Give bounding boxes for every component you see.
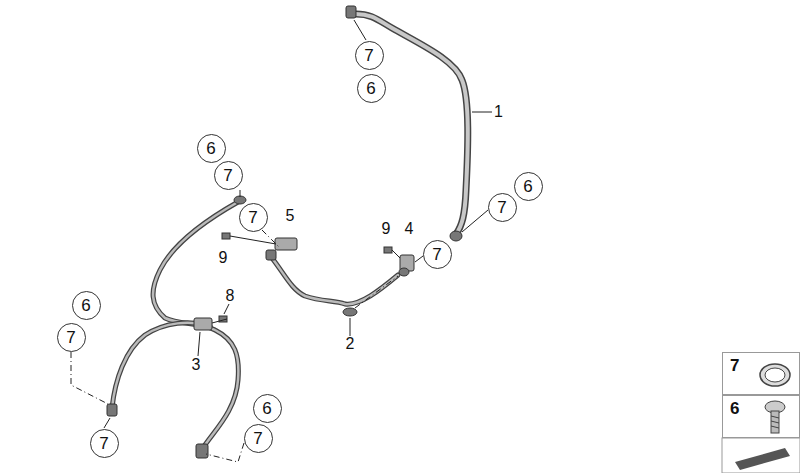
legend-cell: 7 <box>722 352 800 395</box>
callout-number: 7 <box>66 329 75 346</box>
callout-number: 7 <box>99 435 108 452</box>
screw-icon <box>753 398 793 436</box>
callout-number: 7 <box>432 246 441 263</box>
callout-number: 6 <box>206 140 215 157</box>
callout-number: 6 <box>262 400 271 417</box>
callout-circle: 7 <box>355 41 384 70</box>
callout-circle: 7 <box>214 161 243 190</box>
callout-number: 6 <box>730 400 739 417</box>
washer-icon <box>753 355 793 393</box>
callout-circle: 7 <box>244 424 273 453</box>
callout-circle: 7 <box>90 429 119 458</box>
callout-number: 7 <box>223 167 232 184</box>
part-number: 9 <box>381 221 392 237</box>
callout-circle: 7 <box>488 193 517 222</box>
callout-number: 6 <box>366 80 375 97</box>
callout-circle: 7 <box>239 203 268 232</box>
callout-number: 7 <box>253 430 262 447</box>
legend-cell: 6 <box>722 395 800 438</box>
callout-number: 7 <box>730 357 739 374</box>
callout-number: 6 <box>81 297 90 314</box>
callout-circle: 6 <box>253 394 282 423</box>
callout-number: 7 <box>364 47 373 64</box>
callout-number: 7 <box>497 199 506 216</box>
part-number: 1 <box>493 104 504 120</box>
part-number: 2 <box>345 336 356 352</box>
callout-circle: 7 <box>423 240 452 269</box>
part-number: 5 <box>285 208 296 224</box>
callout-circle: 6 <box>514 172 543 201</box>
part-number: 9 <box>218 250 229 266</box>
callout-circle: 6 <box>197 134 226 163</box>
callout-circle: 6 <box>72 291 101 320</box>
callout-number: 7 <box>248 209 257 226</box>
part-number: 4 <box>404 221 415 237</box>
callout-circle: 7 <box>57 323 86 352</box>
callout-number: 6 <box>523 178 532 195</box>
part-number: 3 <box>191 357 202 373</box>
part-number: 8 <box>225 288 236 304</box>
callout-circle: 6 <box>357 74 386 103</box>
